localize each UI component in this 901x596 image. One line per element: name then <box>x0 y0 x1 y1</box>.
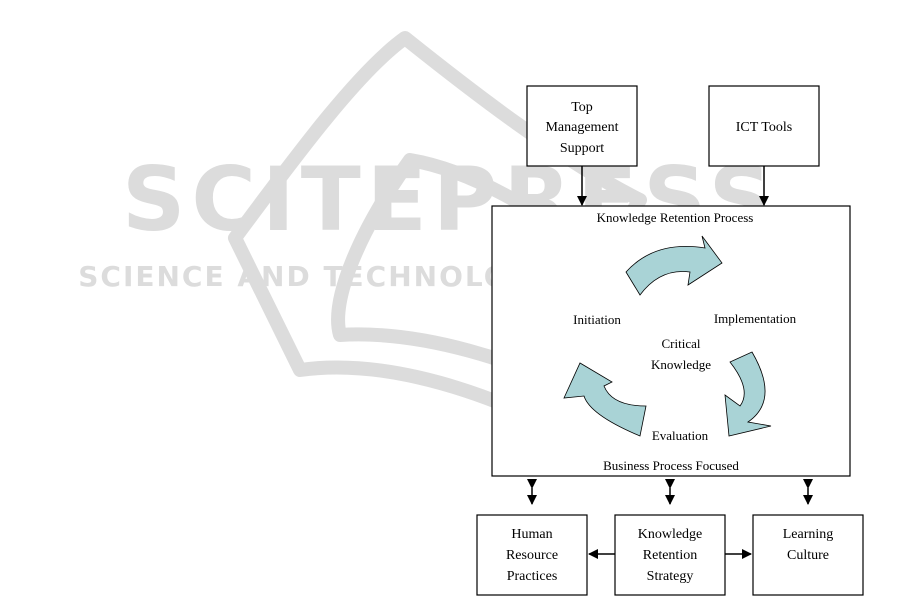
retention-strategy-label-1: Knowledge <box>638 527 703 542</box>
top-management-label-3: Support <box>560 141 604 156</box>
process-box-footer: Business Process Focused <box>603 458 739 473</box>
learning-culture-label-2: Culture <box>787 548 829 563</box>
critical-knowledge-label-1: Critical <box>662 336 701 351</box>
stage-evaluation-label: Evaluation <box>652 428 709 443</box>
retention-strategy-label-3: Strategy <box>647 569 694 584</box>
ict-tools-label: ICT Tools <box>736 120 792 135</box>
retention-strategy-label-2: Retention <box>643 548 697 563</box>
hr-practices-label-2: Resource <box>506 548 558 563</box>
critical-knowledge-label-2: Knowledge <box>651 357 711 372</box>
hr-practices-label-1: Human <box>511 527 552 542</box>
stage-initiation-label: Initiation <box>573 312 621 327</box>
process-box-title: Knowledge Retention Process <box>597 210 754 225</box>
top-management-label-1: Top <box>571 100 593 115</box>
hr-practices-label-3: Practices <box>507 569 558 584</box>
top-management-label-2: Management <box>545 120 618 135</box>
learning-culture-label-1: Learning <box>783 527 834 542</box>
stage-implementation-label: Implementation <box>714 311 797 326</box>
